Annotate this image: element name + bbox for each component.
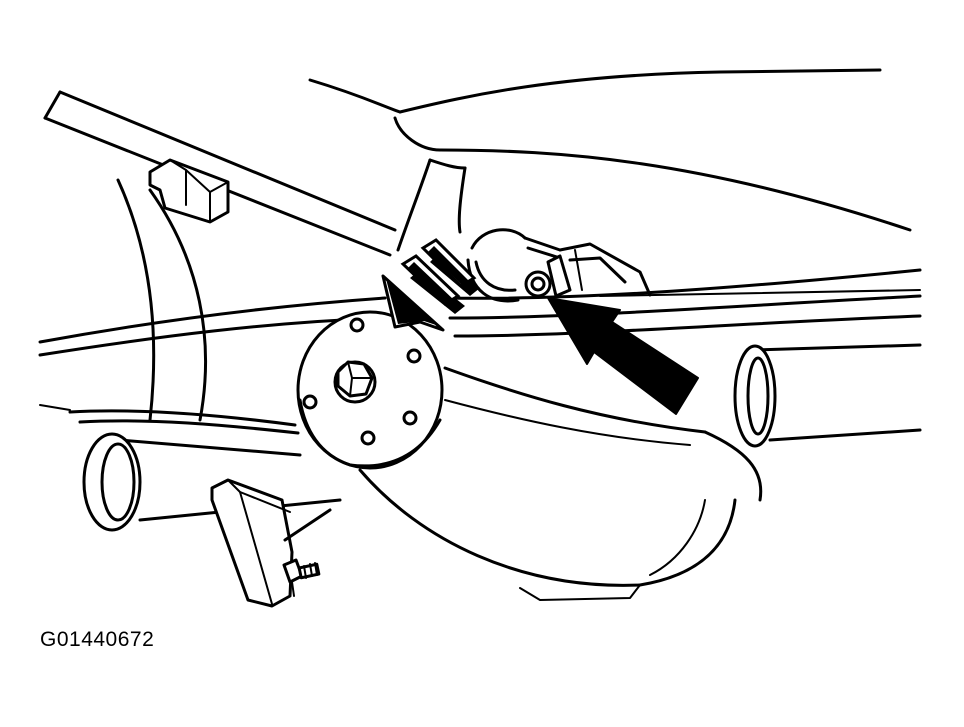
lower-spring-leaves — [39, 404, 300, 435]
shock-mount-bracket — [210, 478, 332, 608]
differential-housing — [358, 158, 763, 601]
figure-id-label: G01440672 — [40, 628, 155, 651]
wheel-well — [116, 178, 208, 422]
frame-bracket — [148, 158, 230, 224]
axle-tube-left — [82, 432, 342, 532]
upper-left-arrow-icon — [381, 238, 480, 332]
mount-stud — [282, 558, 321, 597]
frame-rail — [43, 90, 397, 257]
floor-panel — [308, 68, 912, 232]
leaf-spring — [38, 268, 922, 357]
right-arrow-icon — [547, 297, 699, 415]
axle-tube-right — [733, 343, 922, 448]
pinion-flange — [296, 310, 444, 470]
brake-line-fitting — [466, 228, 652, 303]
